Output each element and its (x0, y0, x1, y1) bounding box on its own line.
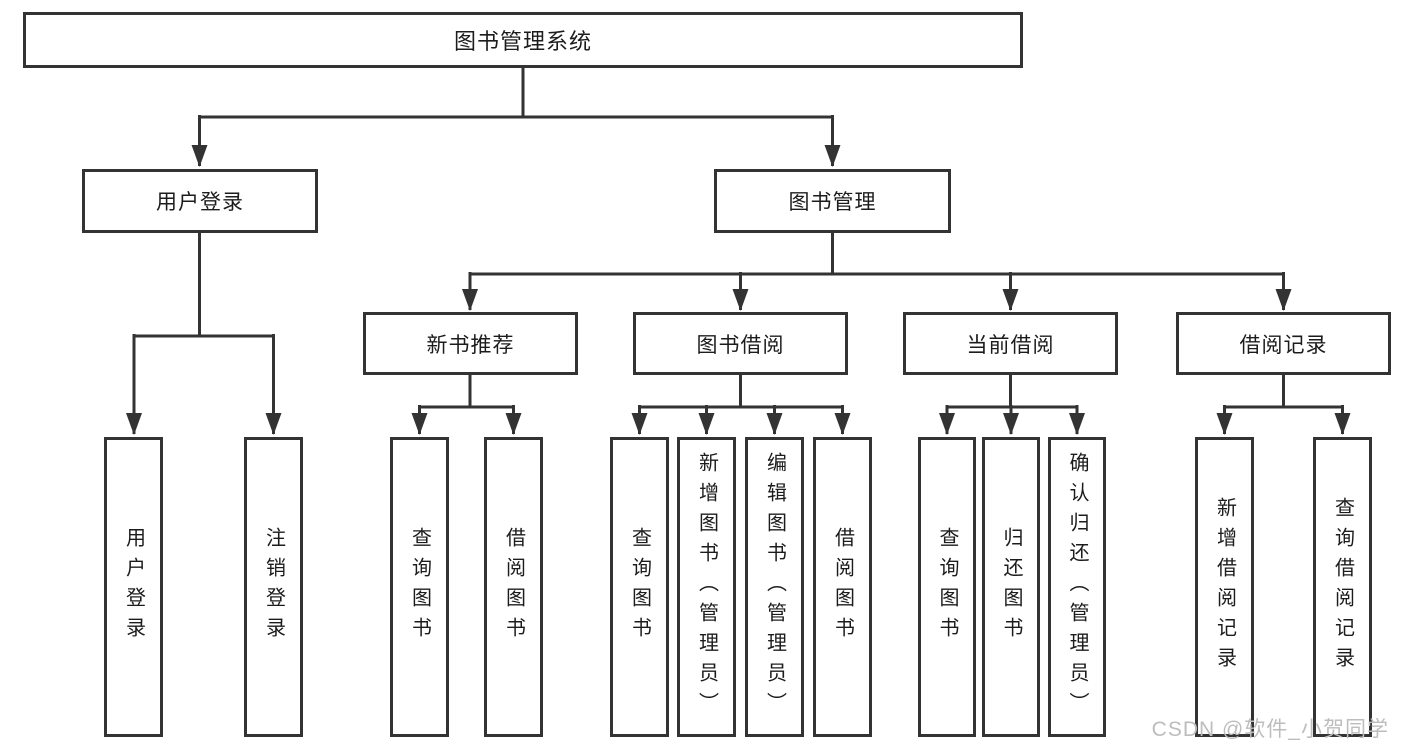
csdn-watermark: CSDN @软件_小贺同学 (1151, 718, 1389, 741)
node-root-label: 图书管理系统 (453, 29, 592, 54)
node-current-borrow-label: 当前借阅 (966, 333, 1055, 357)
leaf-current-query-book-label: 查询图书 (936, 527, 958, 647)
node-book-borrow-label: 图书借阅 (696, 333, 785, 357)
leaf-borrow-query-book-label: 查询图书 (628, 527, 651, 647)
leaf-current-confirm-return: 确认归还（管理员） (1048, 437, 1106, 737)
leaf-borrow-add-book: 新增图书（管理员） (677, 437, 736, 737)
node-current-borrow: 当前借阅 (903, 312, 1118, 375)
node-book-management-branch-label: 图书管理 (788, 191, 877, 214)
leaf-record-query: 查询借阅记录 (1313, 437, 1372, 737)
leaf-borrow-borrow-book: 借阅图书 (813, 437, 872, 737)
leaf-current-confirm-return-label: 确认归还（管理员） (1066, 452, 1088, 722)
leaf-user-login: 用户登录 (104, 437, 163, 737)
node-new-book-recommend: 新书推荐 (363, 312, 578, 375)
node-user-login-branch-label: 用户登录 (156, 191, 244, 214)
node-root: 图书管理系统 (23, 12, 1023, 68)
leaf-borrow-edit-book: 编辑图书（管理员） (745, 437, 804, 737)
leaf-borrow-add-book-label: 新增图书（管理员） (695, 452, 718, 722)
leaf-recommend-borrow-book: 借阅图书 (484, 437, 543, 737)
leaf-borrow-edit-book-label: 编辑图书（管理员） (763, 452, 786, 722)
leaf-borrow-borrow-book-label: 借阅图书 (831, 527, 854, 647)
leaf-recommend-query-book-label: 查询图书 (408, 527, 431, 647)
leaf-logout-label: 注销登录 (262, 527, 285, 647)
leaf-current-query-book: 查询图书 (918, 437, 976, 737)
leaf-record-add-label: 新增借阅记录 (1213, 497, 1236, 677)
leaf-user-login-label: 用户登录 (122, 527, 145, 647)
leaf-recommend-query-book: 查询图书 (390, 437, 449, 737)
node-book-management-branch: 图书管理 (714, 169, 951, 233)
node-borrow-record-label: 借阅记录 (1239, 333, 1328, 357)
leaf-borrow-query-book: 查询图书 (610, 437, 669, 737)
node-user-login-branch: 用户登录 (82, 169, 318, 233)
leaf-record-query-label: 查询借阅记录 (1331, 497, 1354, 677)
leaf-record-add: 新增借阅记录 (1195, 437, 1254, 737)
node-borrow-record: 借阅记录 (1176, 312, 1391, 375)
leaf-current-return-book-label: 归还图书 (1000, 527, 1022, 647)
node-book-borrow: 图书借阅 (633, 312, 848, 375)
leaf-recommend-borrow-book-label: 借阅图书 (502, 527, 525, 647)
node-new-book-recommend-label: 新书推荐 (426, 333, 515, 357)
leaf-logout: 注销登录 (244, 437, 303, 737)
leaf-current-return-book: 归还图书 (982, 437, 1040, 737)
